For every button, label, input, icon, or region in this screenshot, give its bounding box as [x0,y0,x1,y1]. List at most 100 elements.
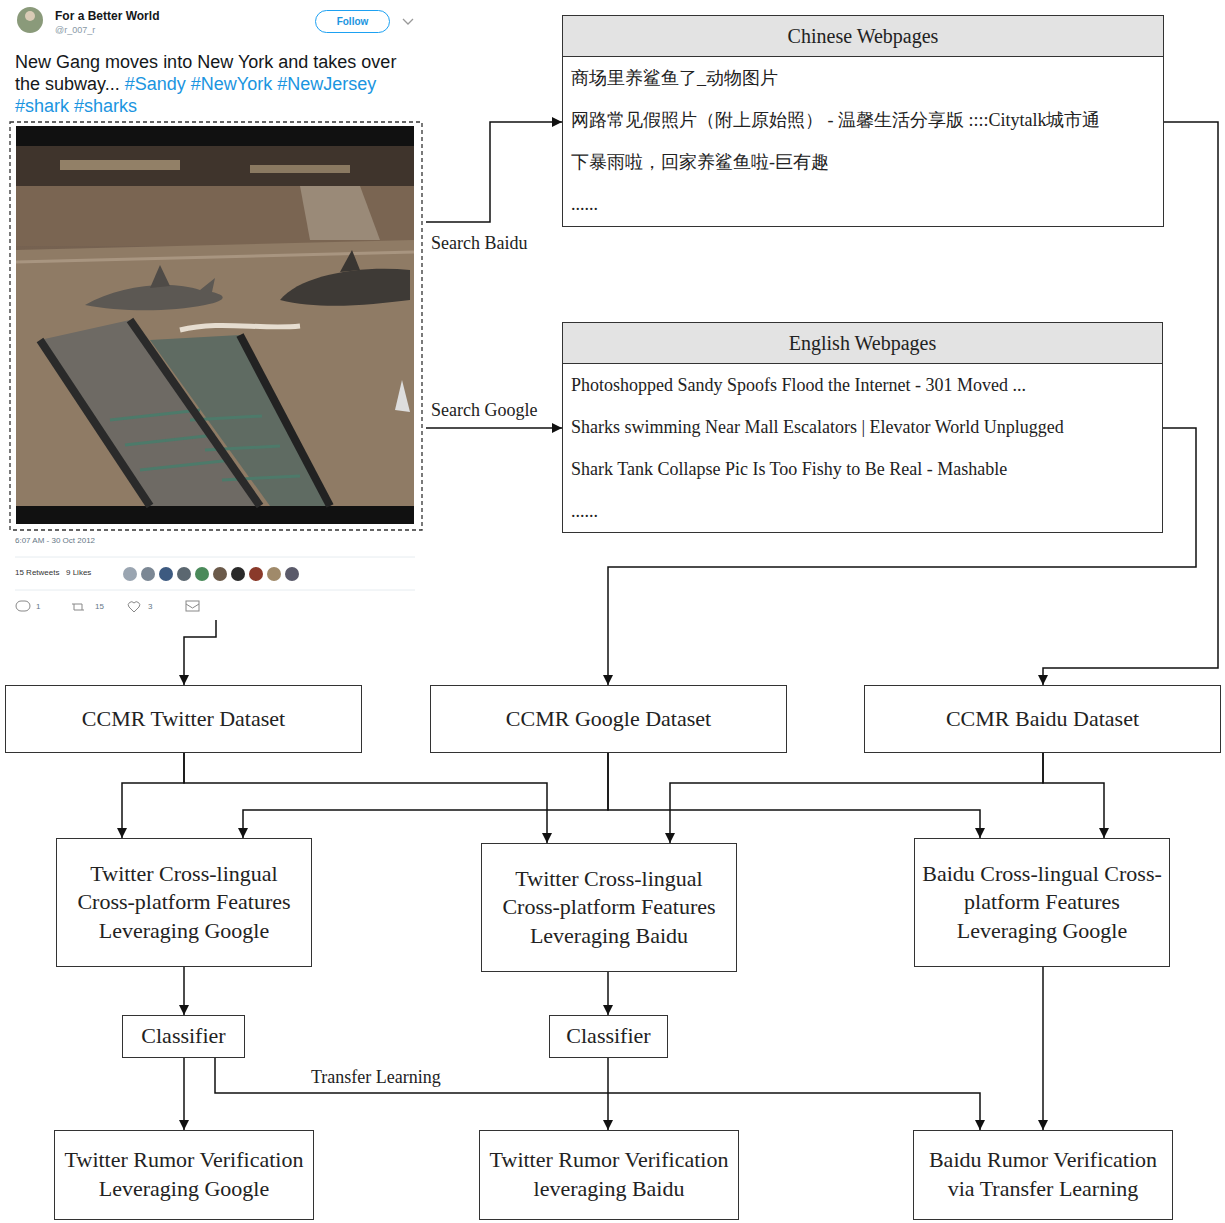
flow-arrow [183,967,185,1015]
list-heading: Chinese Webpages [563,16,1163,57]
menu-chevron [403,19,413,24]
box-label: Twitter Cross-lingual Cross-platform Fea… [63,860,305,946]
avatar-face [25,11,35,21]
photo-frame [16,126,414,524]
tweet-body: New Gang moves into New York and takes o… [15,51,400,117]
tweet-word: York [238,52,273,72]
webpage-title: Shark Tank Collapse Pic Is Too Fishy to … [563,448,1162,490]
tweet-word: moves [105,52,158,72]
box-label: Twitter Rumor Verification Leveraging Go… [61,1146,307,1203]
action-count: 15 [95,602,104,612]
action-count: 1 [36,602,40,612]
result-box: Baidu Rumor Verification via Transfer Le… [913,1130,1173,1220]
tweet-word [233,52,238,72]
timestamp: 6:07 AM - 30 Oct 2012 [15,536,95,546]
webpage-title: Photoshopped Sandy Spoofs Flood the Inte… [563,364,1162,406]
edge-label: Transfer Learning [309,1066,443,1088]
webpage-title: 下暴雨啦，回家养鲨鱼啦-巨有趣 [563,141,1163,183]
box-label: Twitter Cross-lingual Cross-platform Fea… [488,865,730,951]
reply-icon [16,601,30,611]
handrail [40,340,150,506]
hashtag: #sharks [74,96,137,116]
tweet-word [192,52,197,72]
shark-fin [150,265,170,288]
follow-button: Follow [315,10,390,33]
feature-box: Baidu Cross-lingual Cross-platform Featu… [914,838,1170,967]
box-label: Classifier [566,1022,650,1051]
box-label: Twitter Rumor Verification leveraging Ba… [486,1146,732,1203]
tweet-word: Gang [56,52,100,72]
like-icon [128,602,139,612]
hashtag: #NewJersey [277,74,376,94]
hashtag: #Sandy [125,74,186,94]
liker-avatar [159,567,173,581]
tweet-card: For a Better World @r_007_rNew Gang moves… [8,5,426,620]
flood-water [16,240,414,506]
back-wall [16,186,414,246]
feature-box: Twitter Cross-lingual Cross-platform Fea… [481,843,737,972]
action-count: 3 [148,602,152,612]
classifier-box: Classifier [122,1015,245,1058]
webpage-title: ...... [563,490,1162,532]
liker-avatar [231,567,245,581]
liker-avatar [285,567,299,581]
box-label: CCMR Twitter Dataset [82,705,285,734]
hashtag: #shark [15,96,69,116]
flow-arrow [243,753,608,838]
message-icon [186,601,199,611]
stairs [300,186,380,240]
tweet-word [100,52,105,72]
webpage-list: Chinese Webpages商场里养鲨鱼了_动物图片网路常见假照片（附上原始… [562,15,1164,227]
result-box: Twitter Rumor Verification Leveraging Go… [54,1130,314,1220]
dataset-box: CCMR Twitter Dataset [5,685,362,753]
tweet-word [120,74,125,94]
like-count: 9 Likes [66,568,91,578]
tweet-word: New [15,52,51,72]
liker-avatar [267,567,281,581]
tweet-word [356,52,361,72]
flow-arrow [184,753,547,843]
flow-arrow [215,1058,980,1130]
flow-arrow [426,427,562,429]
webpage-title: 网路常见假照片（附上原始照） - 温馨生活分享版 ::::Citytalk城市通 [563,99,1163,141]
flow-arrow [608,753,980,838]
button-label: Follow [337,16,369,27]
splash [180,325,300,330]
tweet-word: takes [313,52,356,72]
tweet-word [40,74,45,94]
divider [15,590,415,591]
flow-arrow [1043,753,1104,838]
flow-arrow [607,1058,609,1130]
tweet-word [69,96,74,116]
shark-fin [395,380,410,412]
avatar [17,7,43,33]
account-handle: @r_007_r [55,25,95,36]
box-label: CCMR Google Dataset [506,705,711,734]
list-heading: English Webpages [563,323,1162,364]
webpage-title: Sharks swimming Near Mall Escalators | E… [563,406,1162,448]
divider [15,557,415,558]
flow-arrow [607,972,609,1015]
dataset-box: CCMR Baidu Dataset [864,685,1221,753]
shop-light [250,165,350,173]
feature-box: Twitter Cross-lingual Cross-platform Fea… [56,838,312,967]
classifier-box: Classifier [549,1015,668,1058]
tweet-word [308,52,313,72]
tweet-word: the [15,74,40,94]
shark [280,269,410,306]
shop-light [60,160,180,170]
shark-fin [340,250,360,272]
liker-avatar [249,567,263,581]
tweet-word [51,52,56,72]
account-name: For a Better World [55,9,159,23]
flow-arrow [184,620,216,685]
liker-avatar [195,567,209,581]
tweet-word: into [163,52,192,72]
box-label: Classifier [141,1022,225,1051]
flow-arrow [1042,967,1044,1130]
handrail [130,320,260,506]
flow-arrow [426,122,562,222]
tweet-word [186,74,191,94]
tweet-word [158,52,163,72]
